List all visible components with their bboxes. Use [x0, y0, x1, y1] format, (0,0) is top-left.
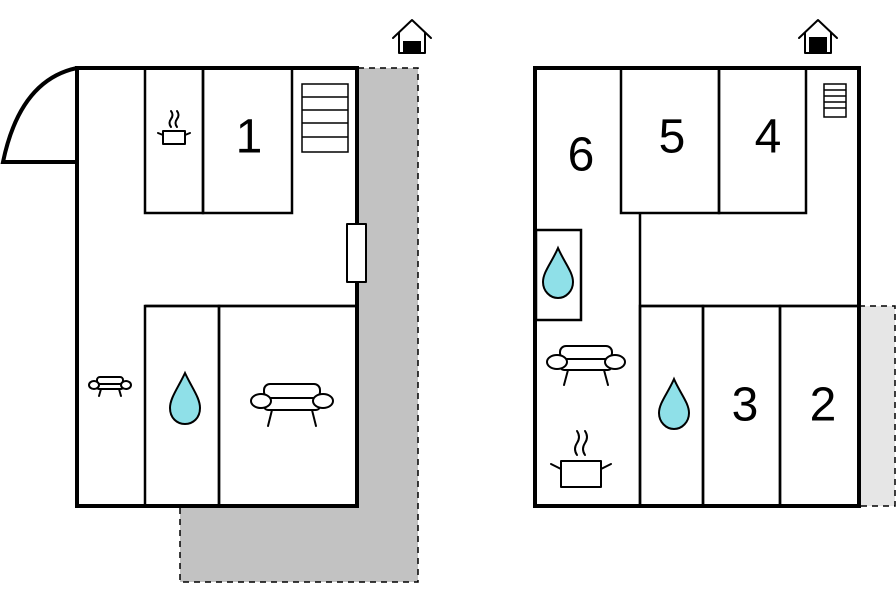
bathroom-icon [541, 245, 575, 300]
balcony [0, 66, 78, 164]
room-number: 5 [659, 111, 686, 164]
room-number: 2 [810, 379, 837, 432]
sofa-icon [250, 383, 334, 427]
stairs-icon [823, 83, 847, 118]
kitchen-icon [550, 430, 612, 488]
kitchen-icon [157, 110, 191, 145]
sofa-icon [546, 345, 626, 386]
bedroom-1 [201, 66, 294, 215]
bathroom-icon [657, 376, 691, 431]
entrance-icon [392, 19, 432, 54]
upper-floor: 5 4 6 [533, 19, 896, 508]
room-number: 3 [732, 379, 759, 432]
ground-floor: 1 [0, 19, 432, 583]
bedroom-4 [717, 66, 808, 215]
armchair-icon [88, 376, 132, 397]
room-number: 1 [236, 111, 263, 164]
terrace [858, 305, 896, 507]
entrance-icon [798, 19, 838, 54]
bathroom-icon [168, 370, 202, 426]
living-room [217, 304, 359, 508]
room-number: 6 [568, 129, 595, 182]
bedroom-2 [778, 304, 861, 508]
bathroom-room [534, 228, 583, 322]
stairs-icon [301, 83, 349, 153]
outer-walls [75, 66, 359, 508]
room-number: 4 [755, 111, 782, 164]
door [346, 223, 367, 283]
